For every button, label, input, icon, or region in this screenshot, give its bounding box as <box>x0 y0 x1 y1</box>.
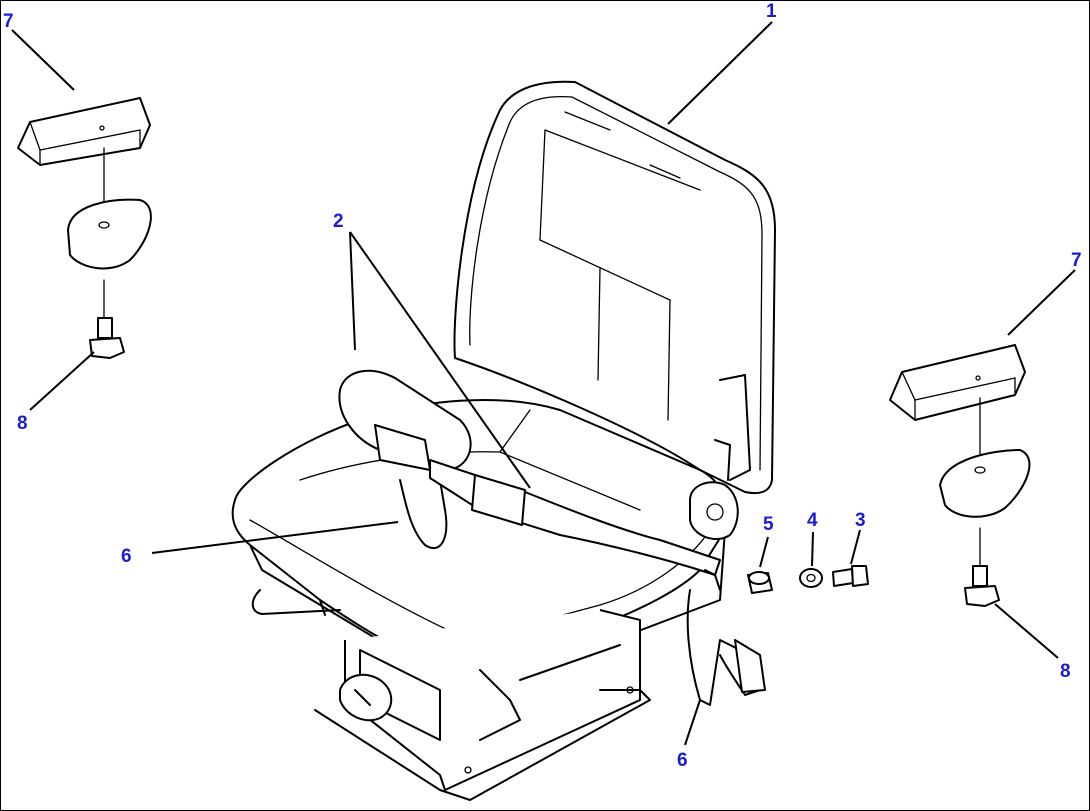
callout-7-left: 7 <box>3 11 14 32</box>
leader-lines <box>11 21 1076 746</box>
bolt-part-3 <box>832 565 869 587</box>
callout-1: 1 <box>766 1 777 22</box>
callout-4: 4 <box>807 510 818 531</box>
callout-6-left: 6 <box>121 546 132 567</box>
callout-3: 3 <box>855 510 866 531</box>
callout-8-left: 8 <box>17 413 28 434</box>
callout-6-bottom: 6 <box>677 750 688 771</box>
bushing-part-5 <box>747 571 773 594</box>
seat-back <box>453 80 776 495</box>
armrest-right <box>889 344 1031 607</box>
callout-7-right: 7 <box>1071 250 1082 271</box>
callout-8-right: 8 <box>1060 661 1071 682</box>
callout-2: 2 <box>333 211 344 232</box>
seat-cushion <box>231 398 728 696</box>
seat-belt <box>338 369 766 706</box>
seat-base <box>251 589 651 801</box>
callout-5: 5 <box>763 514 774 535</box>
washer-part-4 <box>799 568 823 588</box>
armrest-left <box>17 97 152 359</box>
